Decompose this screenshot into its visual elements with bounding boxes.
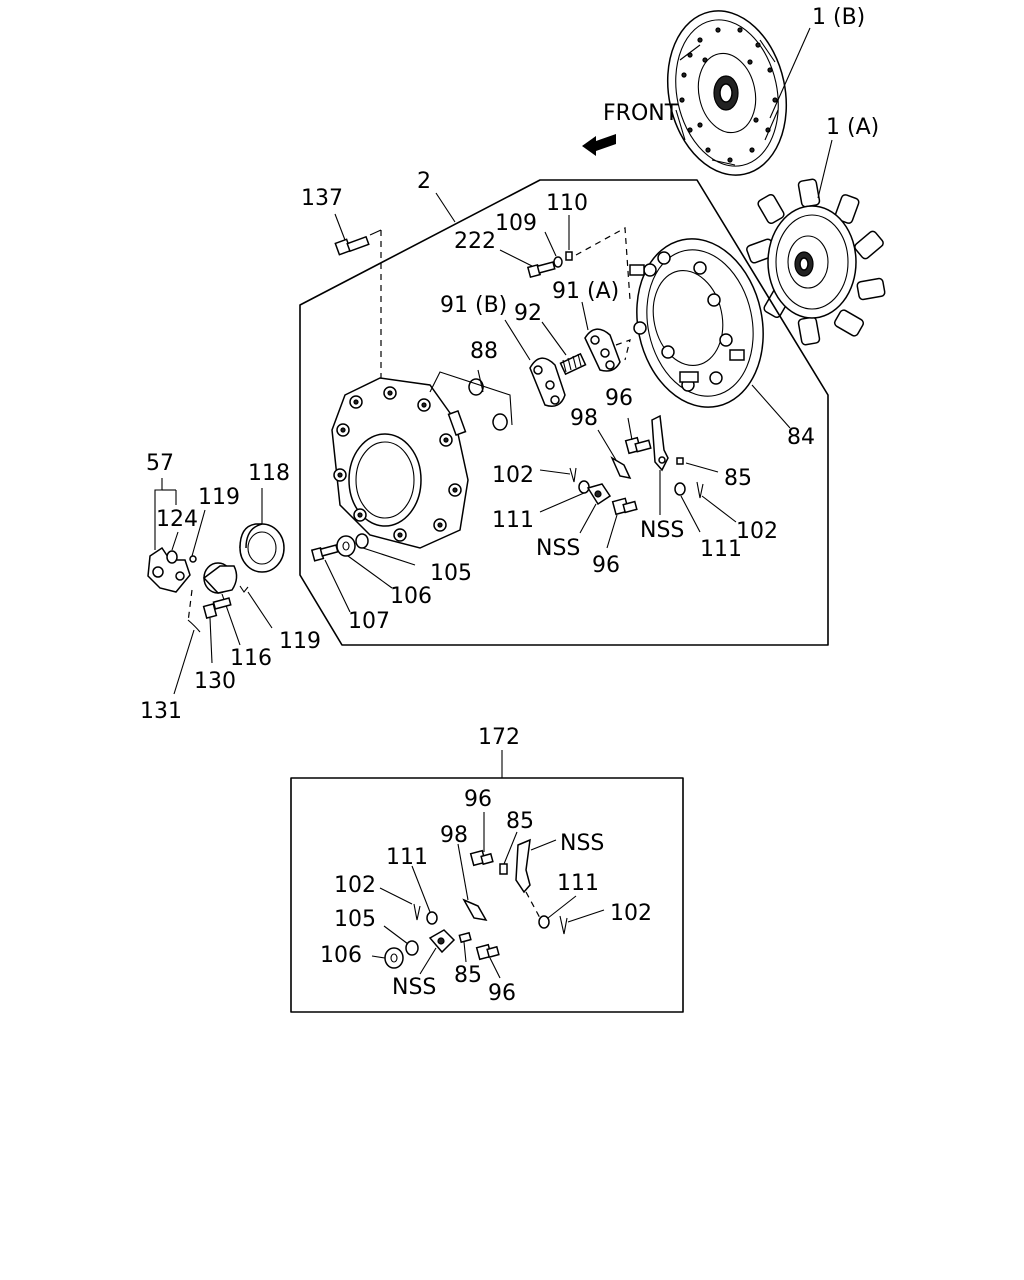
callout-119a: 119 xyxy=(198,485,240,510)
clip-119a[interactable] xyxy=(189,555,197,563)
washer-111d[interactable] xyxy=(538,915,550,929)
callout-91a: 91 (A) xyxy=(552,279,619,304)
washer-106[interactable] xyxy=(336,535,356,557)
washer-111a[interactable] xyxy=(578,480,590,494)
pin-96a[interactable] xyxy=(624,436,652,455)
callout-106a: 106 xyxy=(390,584,432,609)
callout-131: 131 xyxy=(140,699,182,724)
release-lever-nss-c[interactable] xyxy=(515,838,531,894)
pin-85a[interactable] xyxy=(676,457,684,465)
strap-88[interactable] xyxy=(447,378,508,437)
callout-119b: 119 xyxy=(279,629,321,654)
sleeve-116[interactable] xyxy=(202,562,238,594)
clip-131[interactable] xyxy=(187,619,201,633)
front-arrow-icon xyxy=(582,134,616,156)
callout-2: 2 xyxy=(417,169,431,194)
pressure-plate-cover[interactable] xyxy=(331,377,469,549)
callout-102a: 102 xyxy=(492,463,534,488)
pin-96d[interactable] xyxy=(475,943,500,961)
callout-130: 130 xyxy=(194,669,236,694)
cotter-pin-102a[interactable] xyxy=(569,467,577,483)
bushing-124[interactable] xyxy=(166,550,178,564)
front-label: FRONT xyxy=(603,101,679,126)
callout-105b: 105 xyxy=(334,907,376,932)
callout-118: 118 xyxy=(248,461,290,486)
callout-85b: 85 xyxy=(506,809,534,834)
bolt-222[interactable] xyxy=(526,261,556,279)
callout-109: 109 xyxy=(495,211,537,236)
pressure-plate-84[interactable] xyxy=(622,227,779,419)
callout-nss-c: NSS xyxy=(560,831,604,856)
lever-91b[interactable] xyxy=(529,357,566,407)
callout-96d: 96 xyxy=(488,981,516,1006)
pin-110[interactable] xyxy=(565,251,573,261)
callout-85c: 85 xyxy=(454,963,482,988)
callout-102c: 102 xyxy=(334,873,376,898)
release-lever-nss-a[interactable] xyxy=(651,414,669,472)
adjuster-nss-d[interactable] xyxy=(428,929,456,954)
spring-92[interactable] xyxy=(559,352,587,376)
bolt-107[interactable] xyxy=(310,544,339,562)
pin-96c[interactable] xyxy=(469,849,494,867)
callout-57: 57 xyxy=(146,451,174,476)
nut-105[interactable] xyxy=(355,533,369,549)
callout-102d: 102 xyxy=(610,901,652,926)
callout-111b: 111 xyxy=(700,537,742,562)
callout-92: 92 xyxy=(514,301,542,326)
callout-116: 116 xyxy=(230,646,272,671)
release-fork-57[interactable] xyxy=(147,546,191,593)
clutch-disc-1b[interactable] xyxy=(653,0,801,186)
callout-124: 124 xyxy=(156,507,198,532)
pressure-plate-assembly-frame xyxy=(299,179,829,646)
washer-106b[interactable] xyxy=(384,947,404,969)
callout-106b: 106 xyxy=(320,943,362,968)
cotter-pin-102b[interactable] xyxy=(696,481,704,499)
washer-111c[interactable] xyxy=(426,911,438,925)
cotter-pin-102c[interactable] xyxy=(413,903,421,921)
callout-96c: 96 xyxy=(464,787,492,812)
callout-96a: 96 xyxy=(605,386,633,411)
release-bearing-118[interactable] xyxy=(239,523,285,573)
clip-119b[interactable] xyxy=(239,585,249,593)
callout-88: 88 xyxy=(470,339,498,364)
callout-98b: 98 xyxy=(440,823,468,848)
pin-85c[interactable] xyxy=(458,931,472,944)
adjuster-nss-b[interactable] xyxy=(586,483,612,506)
callout-222: 222 xyxy=(454,229,496,254)
callout-91b: 91 (B) xyxy=(440,293,507,318)
washer-111b[interactable] xyxy=(674,482,686,496)
callout-96b: 96 xyxy=(592,553,620,578)
kit-172-frame xyxy=(290,777,684,1013)
pin-96b[interactable] xyxy=(611,497,638,516)
callout-98a: 98 xyxy=(570,406,598,431)
callout-1b: 1 (B) xyxy=(812,5,865,30)
callout-102b: 102 xyxy=(736,519,778,544)
bolt-137[interactable] xyxy=(334,235,370,256)
callout-nss-d: NSS xyxy=(392,975,436,1000)
callout-110: 110 xyxy=(546,191,588,216)
spring-98b[interactable] xyxy=(462,898,488,921)
callout-111c: 111 xyxy=(386,845,428,870)
washer-109[interactable] xyxy=(553,256,563,268)
lever-91a[interactable] xyxy=(584,328,621,372)
clutch-disc-1a[interactable] xyxy=(746,178,886,346)
callout-1a: 1 (A) xyxy=(826,115,879,140)
callout-105a: 105 xyxy=(430,561,472,586)
callout-nss-a: NSS xyxy=(640,518,684,543)
callout-85a: 85 xyxy=(724,466,752,491)
callout-107: 107 xyxy=(348,609,390,634)
callout-172: 172 xyxy=(478,725,520,750)
bolt-130[interactable] xyxy=(202,597,232,620)
nut-105b[interactable] xyxy=(405,940,419,956)
spring-98a[interactable] xyxy=(610,456,632,480)
cotter-pin-102d[interactable] xyxy=(559,915,568,935)
callout-137: 137 xyxy=(301,186,343,211)
callout-111d: 111 xyxy=(557,871,599,896)
callout-111a: 111 xyxy=(492,508,534,533)
callout-84: 84 xyxy=(787,425,815,450)
callout-nss-b: NSS xyxy=(536,536,580,561)
pin-85b[interactable] xyxy=(499,863,508,875)
